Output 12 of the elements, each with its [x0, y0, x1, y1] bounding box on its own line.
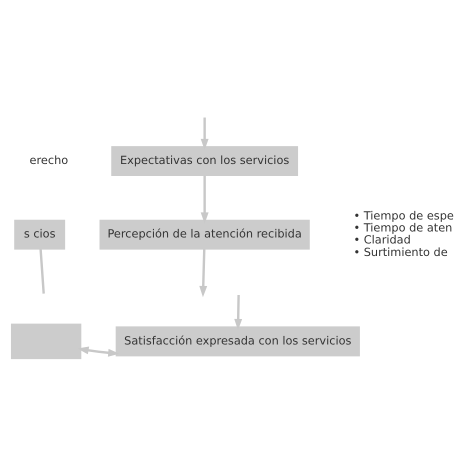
node-box: s cios [14, 219, 66, 250]
node-label: • Claridad [353, 232, 411, 246]
node-box: Satisfacción expresada con los servicios [116, 326, 360, 356]
node-box: Percepción de la atención recibida [100, 219, 310, 250]
node-box [10, 323, 82, 359]
node-label: • Surtimiento de [353, 244, 448, 258]
node-label: erecho [30, 152, 68, 167]
node-label: • Tiempo de espe [353, 208, 454, 222]
node-box: Expectativas con los servicios [111, 146, 298, 176]
connector [39, 248, 45, 294]
node-label: • Tiempo de aten [353, 220, 452, 234]
arrow [199, 248, 208, 297]
